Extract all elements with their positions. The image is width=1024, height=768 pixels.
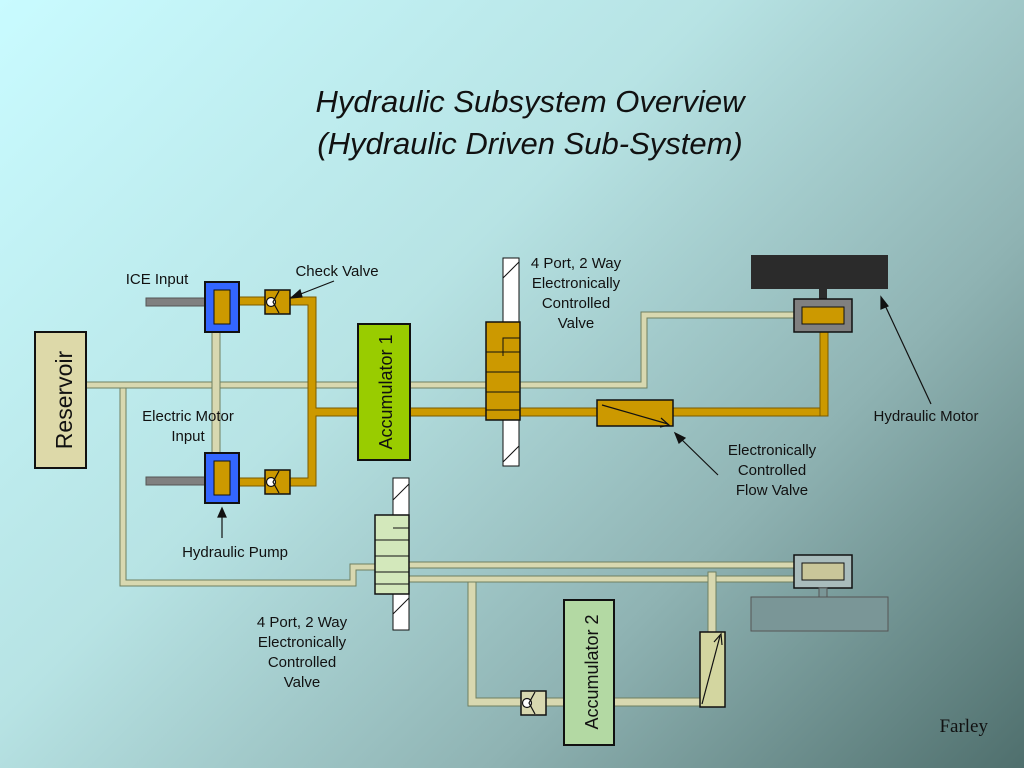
lower-flow-valve — [699, 631, 726, 708]
return-line-lower-1 — [407, 561, 797, 569]
return-line-right-vertical — [707, 571, 717, 635]
return-lines — [85, 311, 797, 707]
electric-motor-input-shaft — [145, 476, 207, 486]
flow-valve-arrow — [677, 435, 719, 476]
return-line-main — [85, 311, 796, 389]
slide-title: Hydraulic Subsystem Overview — [315, 84, 745, 119]
pressure-line-flow-valve-out — [671, 407, 829, 417]
ice-input-shaft — [145, 297, 207, 307]
accumulator-2 — [563, 599, 615, 746]
pressure-line-top-pump — [237, 296, 267, 306]
hydraulic-motor-arrow — [882, 300, 932, 405]
reservoir — [34, 331, 87, 469]
author-credit: Farley — [939, 716, 988, 737]
ice-input-label: ICE Input — [125, 271, 189, 288]
four-port-valve-bottom — [374, 477, 410, 631]
check-valve-acc2 — [520, 690, 547, 716]
return-line-lower-2 — [407, 575, 797, 583]
flow-valve-label: Electronically Controlled Flow Valve — [727, 442, 817, 499]
four-port-valve-top — [485, 257, 521, 467]
motor-output-block — [751, 255, 888, 289]
hydraulic-motor — [793, 298, 853, 333]
check-valve-label: Check Valve — [295, 263, 379, 280]
check-valve-bottom — [264, 469, 291, 495]
lower-cylinder — [793, 554, 853, 589]
check-valve-top — [264, 289, 291, 315]
pressure-line-motor-vertical — [819, 329, 829, 417]
pressure-line-check-valve-loop — [289, 296, 359, 487]
accumulator-1-label: Accumulator 1 — [376, 334, 396, 449]
valve-bottom-label: 4 Port, 2 Way Electronically Controlled … — [256, 614, 348, 691]
slide-subtitle: (Hydraulic Driven Sub-System) — [317, 126, 743, 161]
electric-motor-input-label: Electric Motor Input — [142, 408, 234, 445]
annotation-arrows — [217, 280, 932, 538]
return-line-acc2-out — [613, 697, 703, 707]
valve-top-label: 4 Port, 2 Way Electronically Controlled … — [530, 255, 622, 332]
hydraulic-pump-label: Hydraulic Pump — [182, 544, 288, 561]
motor-output-shaft — [819, 289, 827, 299]
hydraulic-pump-bottom — [204, 452, 240, 504]
lower-load-block — [750, 596, 889, 632]
reservoir-label: Reservoir — [51, 350, 77, 449]
electronically-controlled-flow-valve — [596, 399, 674, 428]
hydraulic-pump-top — [204, 281, 240, 333]
accumulator-1 — [357, 323, 411, 461]
pressure-line-bottom-pump — [237, 477, 267, 487]
return-line-acc2-branch — [467, 581, 523, 707]
hydraulic-motor-label: Hydraulic Motor — [873, 408, 979, 425]
accumulator-2-label: Accumulator 2 — [582, 614, 602, 729]
